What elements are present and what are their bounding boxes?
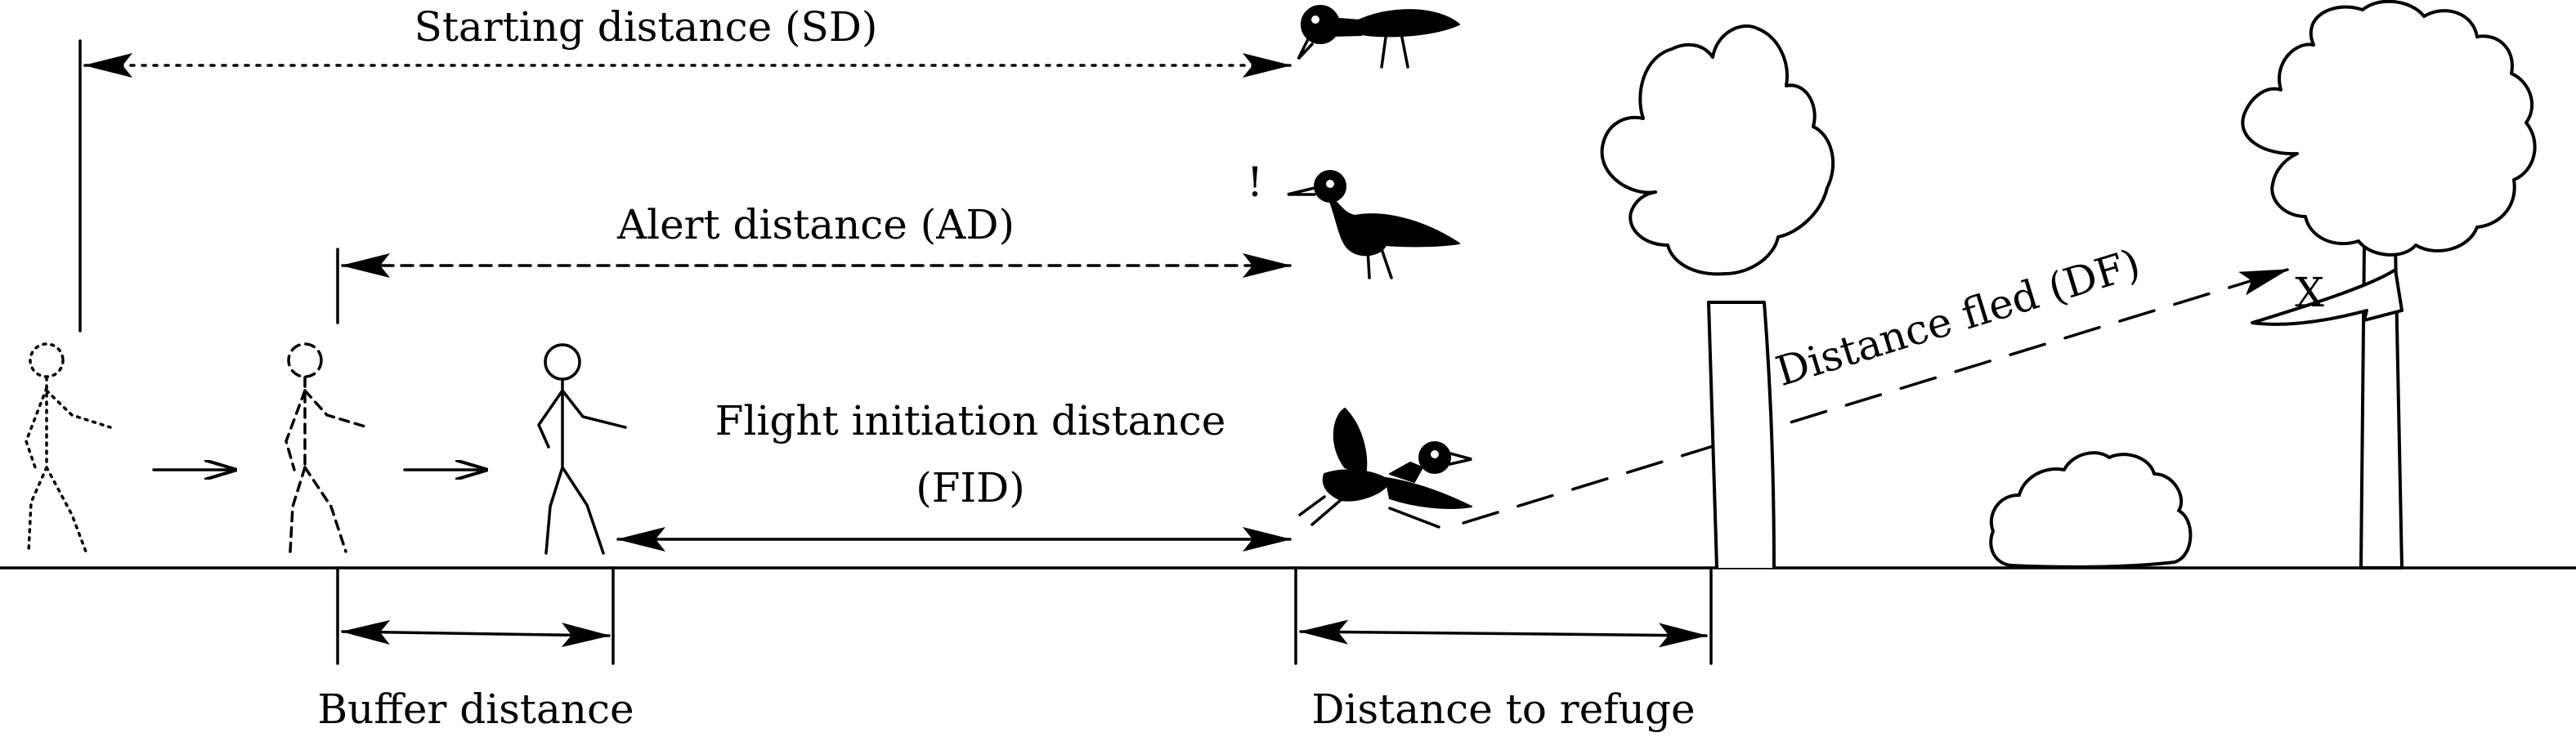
bush [1989, 451, 2193, 569]
walker-flight-position [537, 343, 627, 555]
bird-flushing [1298, 408, 1472, 529]
distance-to-refuge-arrow [1299, 619, 1708, 648]
starting-distance-label: Starting distance (SD) [414, 3, 878, 51]
bird-alert [1287, 170, 1460, 279]
distance-fled-arrow [1462, 268, 2289, 525]
distance-to-refuge-label: Distance to refuge [1311, 686, 1695, 733]
distant-tree [2241, 0, 2537, 570]
walker-alert-position [284, 342, 370, 553]
fid-label-line1: Flight initiation distance [715, 397, 1226, 444]
landing-mark: X [2295, 269, 2324, 316]
buffer-distance-arrow [341, 619, 611, 648]
alert-distance-label: Alert distance (AD) [616, 201, 1015, 248]
alert-exclamation: ! [1247, 159, 1263, 206]
buffer-distance-label: Buffer distance [317, 686, 634, 733]
bird-foraging [1297, 5, 1460, 69]
walker-starting-position [25, 342, 112, 553]
refuge-tree [1600, 24, 1835, 569]
fid-label-line2: (FID) [916, 464, 1025, 511]
